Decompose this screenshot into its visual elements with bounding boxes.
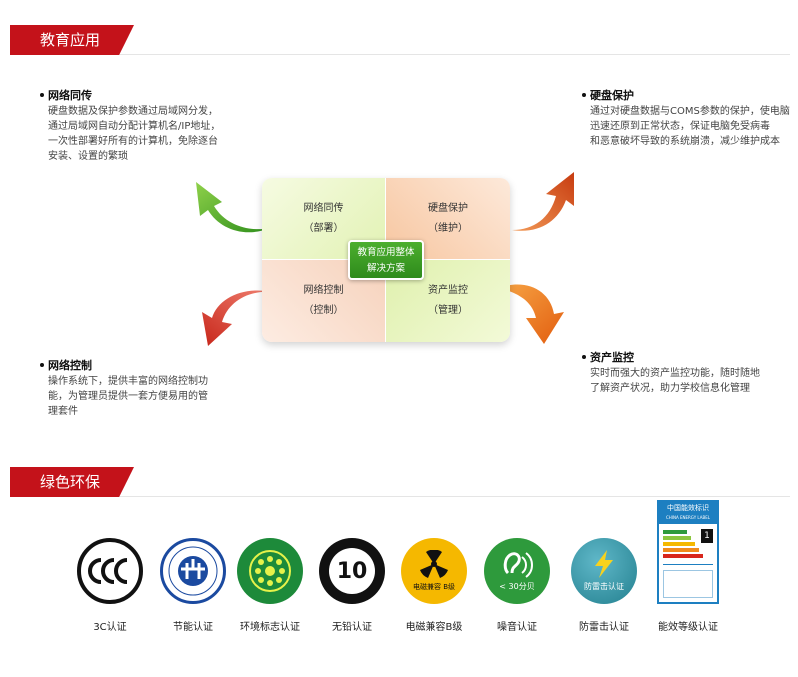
- matrix-cell-sub: （部署）: [303, 222, 344, 234]
- lead-free-icon: 10: [319, 538, 385, 604]
- feature-title: 网络同传: [40, 88, 240, 103]
- cert-label: 电磁兼容B级: [405, 622, 463, 633]
- feature-line: 操作系统下，提供丰富的网络控制功: [48, 376, 208, 387]
- cert-3c: 3C认证: [76, 538, 144, 633]
- feature-title: 硬盘保护: [582, 88, 792, 103]
- cert-emc: 电磁兼容 B级 电磁兼容B级: [400, 538, 468, 633]
- matrix-cell-name: 网络控制: [303, 285, 344, 296]
- cert-lead-free: 10 无铅认证: [318, 538, 386, 633]
- cert-label: 噪音认证: [497, 622, 537, 633]
- matrix-cell-sub: （维护）: [428, 222, 468, 234]
- orange-curved-arrow-up-icon: [512, 172, 574, 231]
- feature-line: 实时而强大的资产监控功能，随时随地: [590, 368, 760, 379]
- feature-net-control: 网络控制 操作系统下，提供丰富的网络控制功 能，为管理员提供一套方便易用的管 理…: [40, 358, 240, 419]
- feature-title: 网络控制: [40, 358, 240, 373]
- matrix-cell-name: 网络同传: [303, 202, 344, 214]
- cert-label: 节能认证: [173, 622, 213, 633]
- cert-label: 防雷击认证: [579, 622, 629, 633]
- ccc-icon: [77, 538, 143, 604]
- environmental-label-icon: [237, 538, 303, 604]
- cert-lightning: 防雷击认证 防雷击认证: [570, 538, 638, 633]
- energy-saving-icon: [160, 538, 226, 604]
- feature-line: 通过对硬盘数据与COMS参数的保护，使电脑: [590, 106, 790, 117]
- feature-disk-protect: 硬盘保护 通过对硬盘数据与COMS参数的保护，使电脑 迅速还原到正常状态，保证电…: [582, 88, 792, 149]
- cert-label: 环境标志认证: [240, 622, 300, 633]
- lead-free-number: 10: [329, 548, 375, 594]
- green-curved-arrow-icon: [196, 182, 270, 233]
- matrix-center-box: 教育应用整体 解决方案: [348, 240, 424, 280]
- feature-line: 迅速还原到正常状态，保证电脑免受病毒: [590, 121, 770, 132]
- energy-label-title: 中国能效标识: [667, 504, 709, 512]
- cert-label: 能效等级认证: [658, 622, 718, 633]
- feature-line: 硬盘数据及保护参数通过局域网分发，: [48, 106, 218, 117]
- matrix-cell-sub: （管理）: [428, 305, 468, 316]
- red-curved-arrow-icon: [202, 290, 272, 346]
- feature-line: 通过局域网自动分配计算机名/IP地址，: [48, 121, 221, 132]
- center-line: 教育应用整体: [357, 247, 415, 258]
- lightning-icon: 防雷击认证: [571, 538, 637, 604]
- feature-title: 资产监控: [582, 350, 782, 365]
- feature-line: 安装、设置的繁琐: [48, 151, 128, 162]
- energy-label-icon: 中国能效标识 CHINA ENERGY LABEL 1: [657, 500, 719, 604]
- feature-net-sync: 网络同传 硬盘数据及保护参数通过局域网分发， 通过局域网自动分配计算机名/IP地…: [40, 88, 240, 164]
- lightning-text: 防雷击认证: [584, 582, 624, 591]
- emc-icon: 电磁兼容 B级: [401, 538, 467, 604]
- feature-line: 理套件: [48, 406, 78, 417]
- section-title-green: 绿色环保: [10, 467, 134, 497]
- section-header-education: 教育应用: [10, 25, 790, 55]
- feature-line: 了解资产状况，助力学校信息化管理: [590, 383, 750, 394]
- feature-asset-monitor: 资产监控 实时而强大的资产监控功能，随时随地 了解资产状况，助力学校信息化管理: [582, 350, 782, 396]
- cert-energy-saving: 节能认证: [159, 538, 227, 633]
- center-line: 解决方案: [366, 263, 405, 274]
- cert-energy-label: 中国能效标识 CHINA ENERGY LABEL 1 能效等级认证: [654, 500, 722, 633]
- matrix-cell-sub: （控制）: [303, 305, 344, 316]
- matrix-cell-name: 硬盘保护: [428, 202, 468, 214]
- feature-line: 和恶意破坏导致的系统崩溃，减少维护成本: [590, 136, 780, 147]
- noise-icon: < 30分贝: [484, 538, 550, 604]
- section-title-education: 教育应用: [10, 25, 134, 55]
- emc-text: 电磁兼容 B级: [412, 583, 456, 591]
- cert-label: 3C认证: [93, 622, 127, 633]
- feature-line: 一次性部署好所有的计算机，免除逐台: [48, 136, 218, 147]
- cert-label: 无铅认证: [332, 622, 372, 633]
- matrix-cell-name: 资产监控: [428, 285, 468, 296]
- section-header-green: 绿色环保: [10, 467, 790, 497]
- cert-environmental: 环境标志认证: [236, 538, 304, 633]
- solution-matrix: 网络同传 （部署） 硬盘保护 （维护） 网络控制 （控制） 资产监控 （管理） …: [262, 178, 510, 342]
- energy-label-grade: 1: [701, 529, 713, 543]
- feature-line: 能，为管理员提供一套方便易用的管: [48, 391, 208, 402]
- energy-label-sub: CHINA ENERGY LABEL: [666, 515, 710, 520]
- noise-text: < 30分贝: [499, 581, 535, 591]
- cert-noise: < 30分贝 噪音认证: [483, 538, 551, 633]
- orange-curved-arrow-down-icon: [498, 284, 564, 344]
